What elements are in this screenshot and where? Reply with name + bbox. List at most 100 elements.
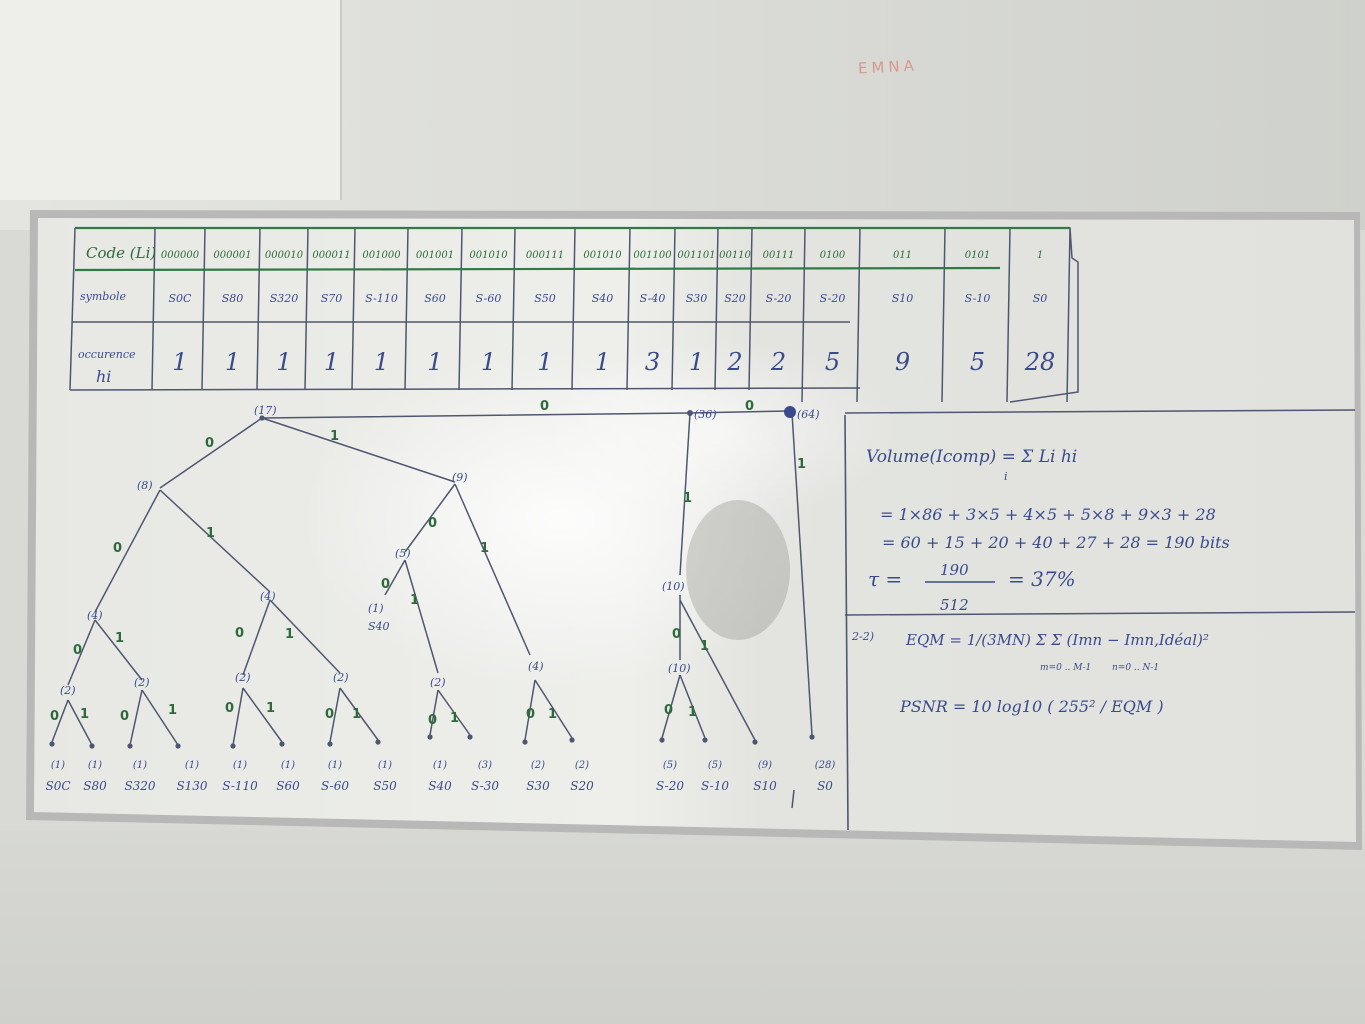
psnr-formula: PSNR = 10 log10 ( 255² / EQM ) [899, 697, 1164, 716]
node-2d: (2) [333, 671, 349, 684]
table-occurrence-cell: 1 [481, 348, 496, 376]
table-column-divider [801, 227, 806, 403]
table-code-cell: 001010 [583, 250, 622, 261]
tau-numerator: 190 [940, 561, 969, 579]
table-column-divider [1006, 227, 1011, 403]
table-code-cell: 00110 [719, 250, 751, 261]
table-column-divider [626, 227, 631, 391]
tau-label: τ = [868, 567, 902, 591]
table-code-cell: 001001 [416, 250, 454, 261]
bit-0: 0 [50, 709, 59, 724]
node-9: (9) [452, 471, 468, 484]
leaf-symbol: S-10 [701, 779, 729, 793]
leaf-count: (1) [281, 760, 295, 771]
eqm-sum-index-1: m=0 .. M-1 [1040, 663, 1091, 673]
table-symbol-cell: S40 [592, 292, 614, 305]
leaf-symbol: S50 [373, 779, 397, 793]
node-64: (64) [797, 408, 820, 421]
table-column-divider [304, 227, 309, 391]
table-column-divider [1066, 227, 1071, 403]
table-symbol-cell: S320 [270, 292, 299, 305]
table-symbol-cell: S-20 [766, 292, 792, 305]
occurrence-row-label-2: hi [96, 367, 111, 386]
bit-0: 0 [325, 707, 334, 722]
table-column-divider [856, 227, 861, 403]
bit-1: 1 [480, 541, 489, 556]
leaf-count: (1) [133, 760, 147, 771]
table-occurrence-cell: 1 [689, 348, 704, 376]
leaf-count: (1) [378, 760, 392, 771]
eqm-formula: EQM = 1/(3MN) Σ Σ (Imn − Imn,Idéal)² [905, 631, 1209, 649]
node-2b: (2) [134, 676, 150, 689]
table-column-lines [151, 227, 1071, 403]
table-code-cell: 000111 [526, 250, 564, 261]
volume-line2: = 1×86 + 3×5 + 4×5 + 5×8 + 9×3 + 28 [880, 505, 1216, 524]
table-symbol-cell: S-60 [476, 292, 502, 305]
bit-0: 0 [664, 703, 673, 718]
table-occurrence-cell: 28 [1024, 348, 1056, 376]
leaf-symbol: S40 [428, 779, 452, 793]
table-occurrence-cell: 3 [645, 348, 660, 376]
leaf-symbol: S20 [570, 779, 594, 793]
leaf-symbol: S30 [526, 779, 550, 793]
table-symbol-cell: S30 [686, 292, 708, 305]
leaf-symbol: S60 [276, 779, 300, 793]
formula-block: Volume(Icomp) = Σ Li hi i = 1×86 + 3×5 +… [851, 447, 1230, 716]
table-code-cell: 000011 [312, 250, 350, 261]
volume-formula: Volume(Icomp) = Σ Li hi [866, 447, 1077, 467]
table-code-cell: 000001 [213, 250, 251, 261]
node-2e: (2) [430, 676, 446, 689]
leaf-count: (28) [815, 760, 836, 771]
table-symbol-cell: S80 [222, 292, 244, 305]
node-4c: (4) [528, 660, 544, 673]
leaf-count: (2) [531, 760, 545, 771]
bit-1: 1 [330, 429, 339, 444]
table-column-divider [404, 227, 409, 391]
node-1-sym: S40 [368, 620, 390, 633]
bit-0: 0 [428, 713, 437, 728]
bit-0: 0 [235, 626, 244, 641]
glare-spot-2 [540, 340, 900, 520]
tree-node-labels: (17) (36) (64) (8) (9) (5) (4) (4) (4) (… [60, 404, 820, 697]
table-code-cell: 001100 [633, 250, 672, 261]
node-4b: (4) [260, 590, 276, 603]
leaf-count: (1) [433, 760, 447, 771]
bit-0: 0 [672, 627, 681, 642]
table-column-divider [351, 227, 356, 391]
table-column-divider [571, 227, 576, 391]
leaf-symbol: S0 [817, 779, 833, 793]
table-symbol-cell: S-40 [640, 292, 666, 305]
table-symbol-cell: S10 [892, 292, 914, 305]
leaf-symbol: S10 [753, 779, 777, 793]
table-occurrence-cell: 1 [374, 348, 389, 376]
bit-1: 1 [688, 705, 697, 720]
node-36: (36) [694, 408, 717, 421]
table-column-divider [458, 227, 463, 391]
leaf-symbol: S-20 [656, 779, 684, 793]
wall-lower [0, 830, 1365, 1024]
table-occurrence-cell: 1 [172, 348, 187, 376]
occurrence-row-label: occurence [78, 348, 136, 361]
leaf-count: (5) [663, 760, 677, 771]
table-column-divider [748, 227, 753, 391]
bit-1: 1 [797, 457, 806, 472]
volume-line3: = 60 + 15 + 20 + 40 + 27 + 28 = 190 bits [882, 533, 1230, 552]
node-10b: (10) [668, 662, 691, 675]
table-code-cell: 000000 [161, 250, 200, 261]
table-occurrence-cell: 9 [895, 348, 910, 376]
bit-0: 0 [381, 577, 390, 592]
table-symbol-cell: S-20 [820, 292, 846, 305]
bit-1: 1 [206, 526, 215, 541]
leaf-symbol: S0C [45, 779, 70, 793]
table-code-cell: 00111 [763, 250, 795, 261]
shadow-figure [686, 500, 790, 640]
table-symbol-cell: S0 [1033, 292, 1048, 305]
bit-1: 1 [700, 639, 709, 654]
table-occurrence-cell: 2 [726, 348, 742, 376]
bit-0: 0 [113, 541, 122, 556]
leaf-symbol: S-110 [222, 779, 258, 793]
table-column-divider [201, 227, 206, 391]
table-symbol-cell: S50 [534, 292, 556, 305]
table-occurrence-cell: 5 [825, 348, 840, 376]
